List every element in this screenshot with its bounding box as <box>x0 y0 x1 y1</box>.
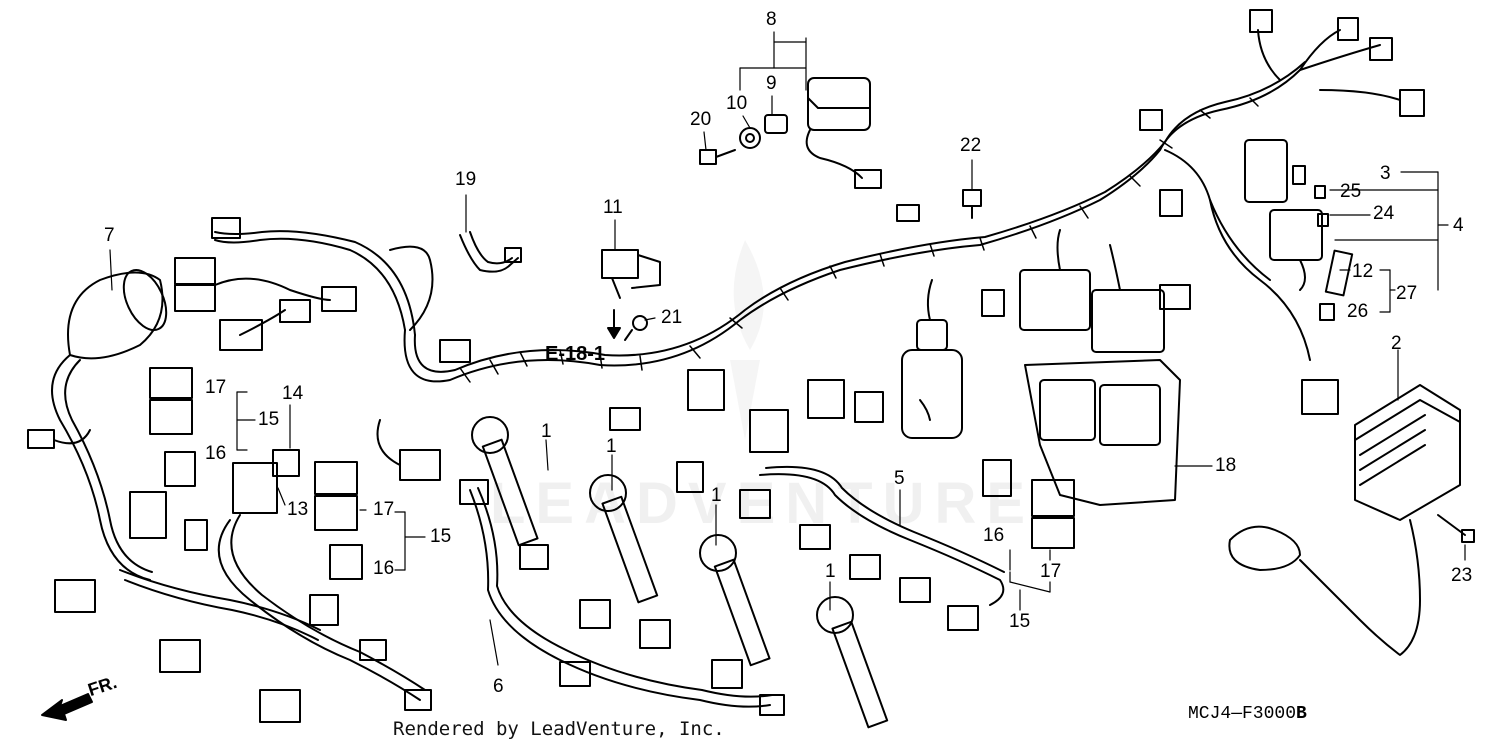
callout-11[interactable]: 11 <box>603 197 623 218</box>
harness-tails-top-right <box>1139 9 1425 281</box>
callout-18[interactable]: 18 <box>1215 455 1237 476</box>
callout-16-right[interactable]: 16 <box>983 525 1005 546</box>
part-10-collar <box>739 127 761 149</box>
callout-10[interactable]: 10 <box>726 93 748 114</box>
credit-text: Rendered by LeadVenture, Inc. <box>393 718 725 740</box>
callout-16-left[interactable]: 16 <box>205 443 227 464</box>
callout-1c[interactable]: 1 <box>711 485 722 506</box>
arrow-down-icon <box>607 309 621 339</box>
left-harness-branch <box>214 237 406 331</box>
callout-26[interactable]: 26 <box>1347 301 1369 322</box>
right-harness-tail <box>1209 199 1339 415</box>
callout-4[interactable]: 4 <box>1453 215 1464 236</box>
ignition-coil-1c <box>699 534 771 667</box>
part-6-harness <box>459 479 785 716</box>
ignition-coil-1b <box>589 474 659 604</box>
callout-17-left[interactable]: 17 <box>205 377 227 398</box>
part-2-wire <box>1228 519 1421 656</box>
arrow-front-icon <box>41 693 93 721</box>
callout-17-right[interactable]: 17 <box>1040 561 1062 582</box>
callout-1d[interactable]: 1 <box>825 561 836 582</box>
part-20-bolt <box>699 149 736 165</box>
part-7-cylinder <box>27 269 168 581</box>
callout-27[interactable]: 27 <box>1396 283 1418 304</box>
ignition-coil-1a <box>471 416 539 547</box>
callout-5[interactable]: 5 <box>894 468 905 489</box>
diagram-code-suffix: B <box>1296 704 1307 724</box>
connector-cluster-top-left <box>174 217 471 481</box>
diagram-code: MCJ4—F3000B <box>1188 704 1307 724</box>
callout-23[interactable]: 23 <box>1451 565 1473 586</box>
callout-15-left[interactable]: 15 <box>258 409 280 430</box>
reference-label[interactable]: E-18-1 <box>545 343 606 365</box>
leader-lines <box>109 31 1466 666</box>
part-2-regulator <box>1354 384 1461 521</box>
callout-6[interactable]: 6 <box>493 676 504 697</box>
reservoir-bottle <box>901 279 963 439</box>
callout-9[interactable]: 9 <box>766 73 777 94</box>
part-11-sensor <box>601 249 661 299</box>
part-18-ecu <box>1019 229 1191 506</box>
part-23-bolt <box>1437 514 1475 543</box>
fuse-box-assembly <box>1244 139 1354 321</box>
watermark-text: LEADVENTURE <box>490 471 1036 536</box>
callout-12[interactable]: 12 <box>1352 261 1374 282</box>
callout-17-mid[interactable]: 17 <box>373 499 395 520</box>
callout-20[interactable]: 20 <box>690 109 712 130</box>
harness-banding <box>459 97 1259 383</box>
part-21-bolt <box>624 315 648 341</box>
callout-21[interactable]: 21 <box>661 307 683 328</box>
main-harness-trunk <box>403 69 1301 383</box>
callout-22[interactable]: 22 <box>960 135 982 156</box>
connectors-center <box>609 204 1075 549</box>
callout-1b[interactable]: 1 <box>606 436 617 457</box>
part-22-bolt <box>962 189 982 219</box>
diagram-code-main: MCJ4—F3000 <box>1188 704 1297 724</box>
part-5-harness <box>739 465 1005 631</box>
part-9-grommet <box>764 114 788 134</box>
relay-group-left <box>54 367 432 723</box>
callout-7[interactable]: 7 <box>104 225 115 246</box>
callout-24[interactable]: 24 <box>1373 203 1395 224</box>
callout-15-mid[interactable]: 15 <box>430 526 452 547</box>
part-8-unit <box>805 77 882 189</box>
callout-15-right[interactable]: 15 <box>1009 611 1031 632</box>
callout-3[interactable]: 3 <box>1380 163 1391 184</box>
callout-19[interactable]: 19 <box>455 169 477 190</box>
callout-16-mid[interactable]: 16 <box>373 558 395 579</box>
callout-1a[interactable]: 1 <box>541 421 552 442</box>
callout-14[interactable]: 14 <box>282 383 304 404</box>
callout-13[interactable]: 13 <box>287 499 309 520</box>
lower-left-harness <box>217 519 421 701</box>
watermark-logo <box>730 240 764 440</box>
callout-2[interactable]: 2 <box>1391 333 1402 354</box>
callout-8[interactable]: 8 <box>766 9 777 30</box>
callout-25[interactable]: 25 <box>1340 181 1362 202</box>
ignition-coil-1d <box>816 596 889 729</box>
part-19 <box>459 231 522 273</box>
